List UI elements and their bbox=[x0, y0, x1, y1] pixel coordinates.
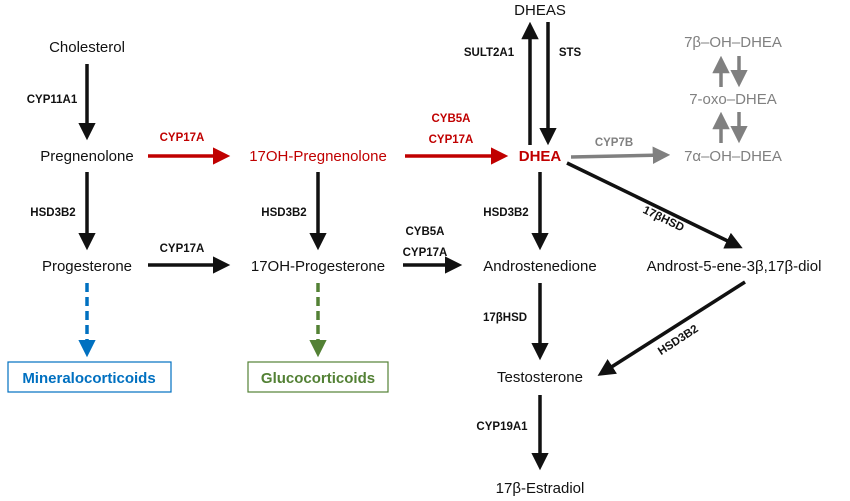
node-dheas: DHEAS bbox=[514, 2, 566, 19]
enzyme-cyp17a: CYP17A bbox=[403, 247, 448, 259]
enzyme-hsd3b2-dhea: HSD3B2 bbox=[483, 207, 528, 219]
node-17oh-progesterone: 17OH-Progesterone bbox=[251, 258, 385, 275]
node-17oh-pregnenolone: 17OH-Pregnenolone bbox=[249, 148, 387, 165]
enzyme-cyp7b: CYP7B bbox=[595, 137, 633, 149]
enzyme-17bhsd-androstenedione: 17βHSD bbox=[483, 312, 527, 324]
enzyme-cyp19a1: CYP19A1 bbox=[476, 421, 528, 433]
enzyme-sult2a1: SULT2A1 bbox=[464, 47, 515, 59]
enzyme-cyp17a-pregnenolone: CYP17A bbox=[160, 132, 205, 144]
node-glucocorticoids: Glucocorticoids bbox=[261, 370, 375, 387]
enzyme-cyp17a-progesterone: CYP17A bbox=[160, 243, 205, 255]
enzyme-cyp11a1: CYP11A1 bbox=[27, 94, 78, 106]
enzyme-hsd3b2-pregnenolone: HSD3B2 bbox=[30, 207, 75, 219]
glucocorticoids-box bbox=[247, 361, 389, 393]
arrow-dhea-7a-oh-dhea bbox=[570, 146, 671, 165]
enzyme-cyp17a-red: CYP17A bbox=[429, 134, 474, 146]
arrow-androstenediol-testosterone bbox=[597, 280, 746, 376]
node-7a-oh-dhea: 7α–OH–DHEA bbox=[684, 148, 782, 165]
node-7-oxo-dhea: 7-oxo–DHEA bbox=[689, 91, 777, 108]
enzyme-hsd3b2-17oh: HSD3B2 bbox=[261, 207, 306, 219]
node-dhea: DHEA bbox=[519, 148, 562, 165]
node-progesterone: Progesterone bbox=[42, 258, 132, 275]
node-androstenedione: Androstenedione bbox=[483, 258, 596, 275]
enzyme-cyb5a-red: CYB5A bbox=[432, 113, 471, 125]
node-estradiol: 17β-Estradiol bbox=[496, 480, 585, 497]
enzyme-sts: STS bbox=[559, 47, 582, 59]
node-androstenediol: Androst-5-ene-3β,17β-diol bbox=[647, 258, 822, 275]
enzyme-hsd3b2-diol: HSD3B2 bbox=[656, 323, 701, 358]
arrow-dhea-androstenediol bbox=[566, 161, 743, 249]
node-testosterone: Testosterone bbox=[497, 369, 583, 386]
node-7b-oh-dhea: 7β–OH–DHEA bbox=[684, 34, 782, 51]
enzyme-cyb5a: CYB5A bbox=[406, 226, 445, 238]
node-pregnenolone: Pregnenolone bbox=[40, 148, 133, 165]
node-mineralocorticoids: Mineralocorticoids bbox=[22, 370, 155, 387]
mineralocorticoids-box bbox=[7, 361, 172, 393]
node-cholesterol: Cholesterol bbox=[49, 39, 125, 56]
